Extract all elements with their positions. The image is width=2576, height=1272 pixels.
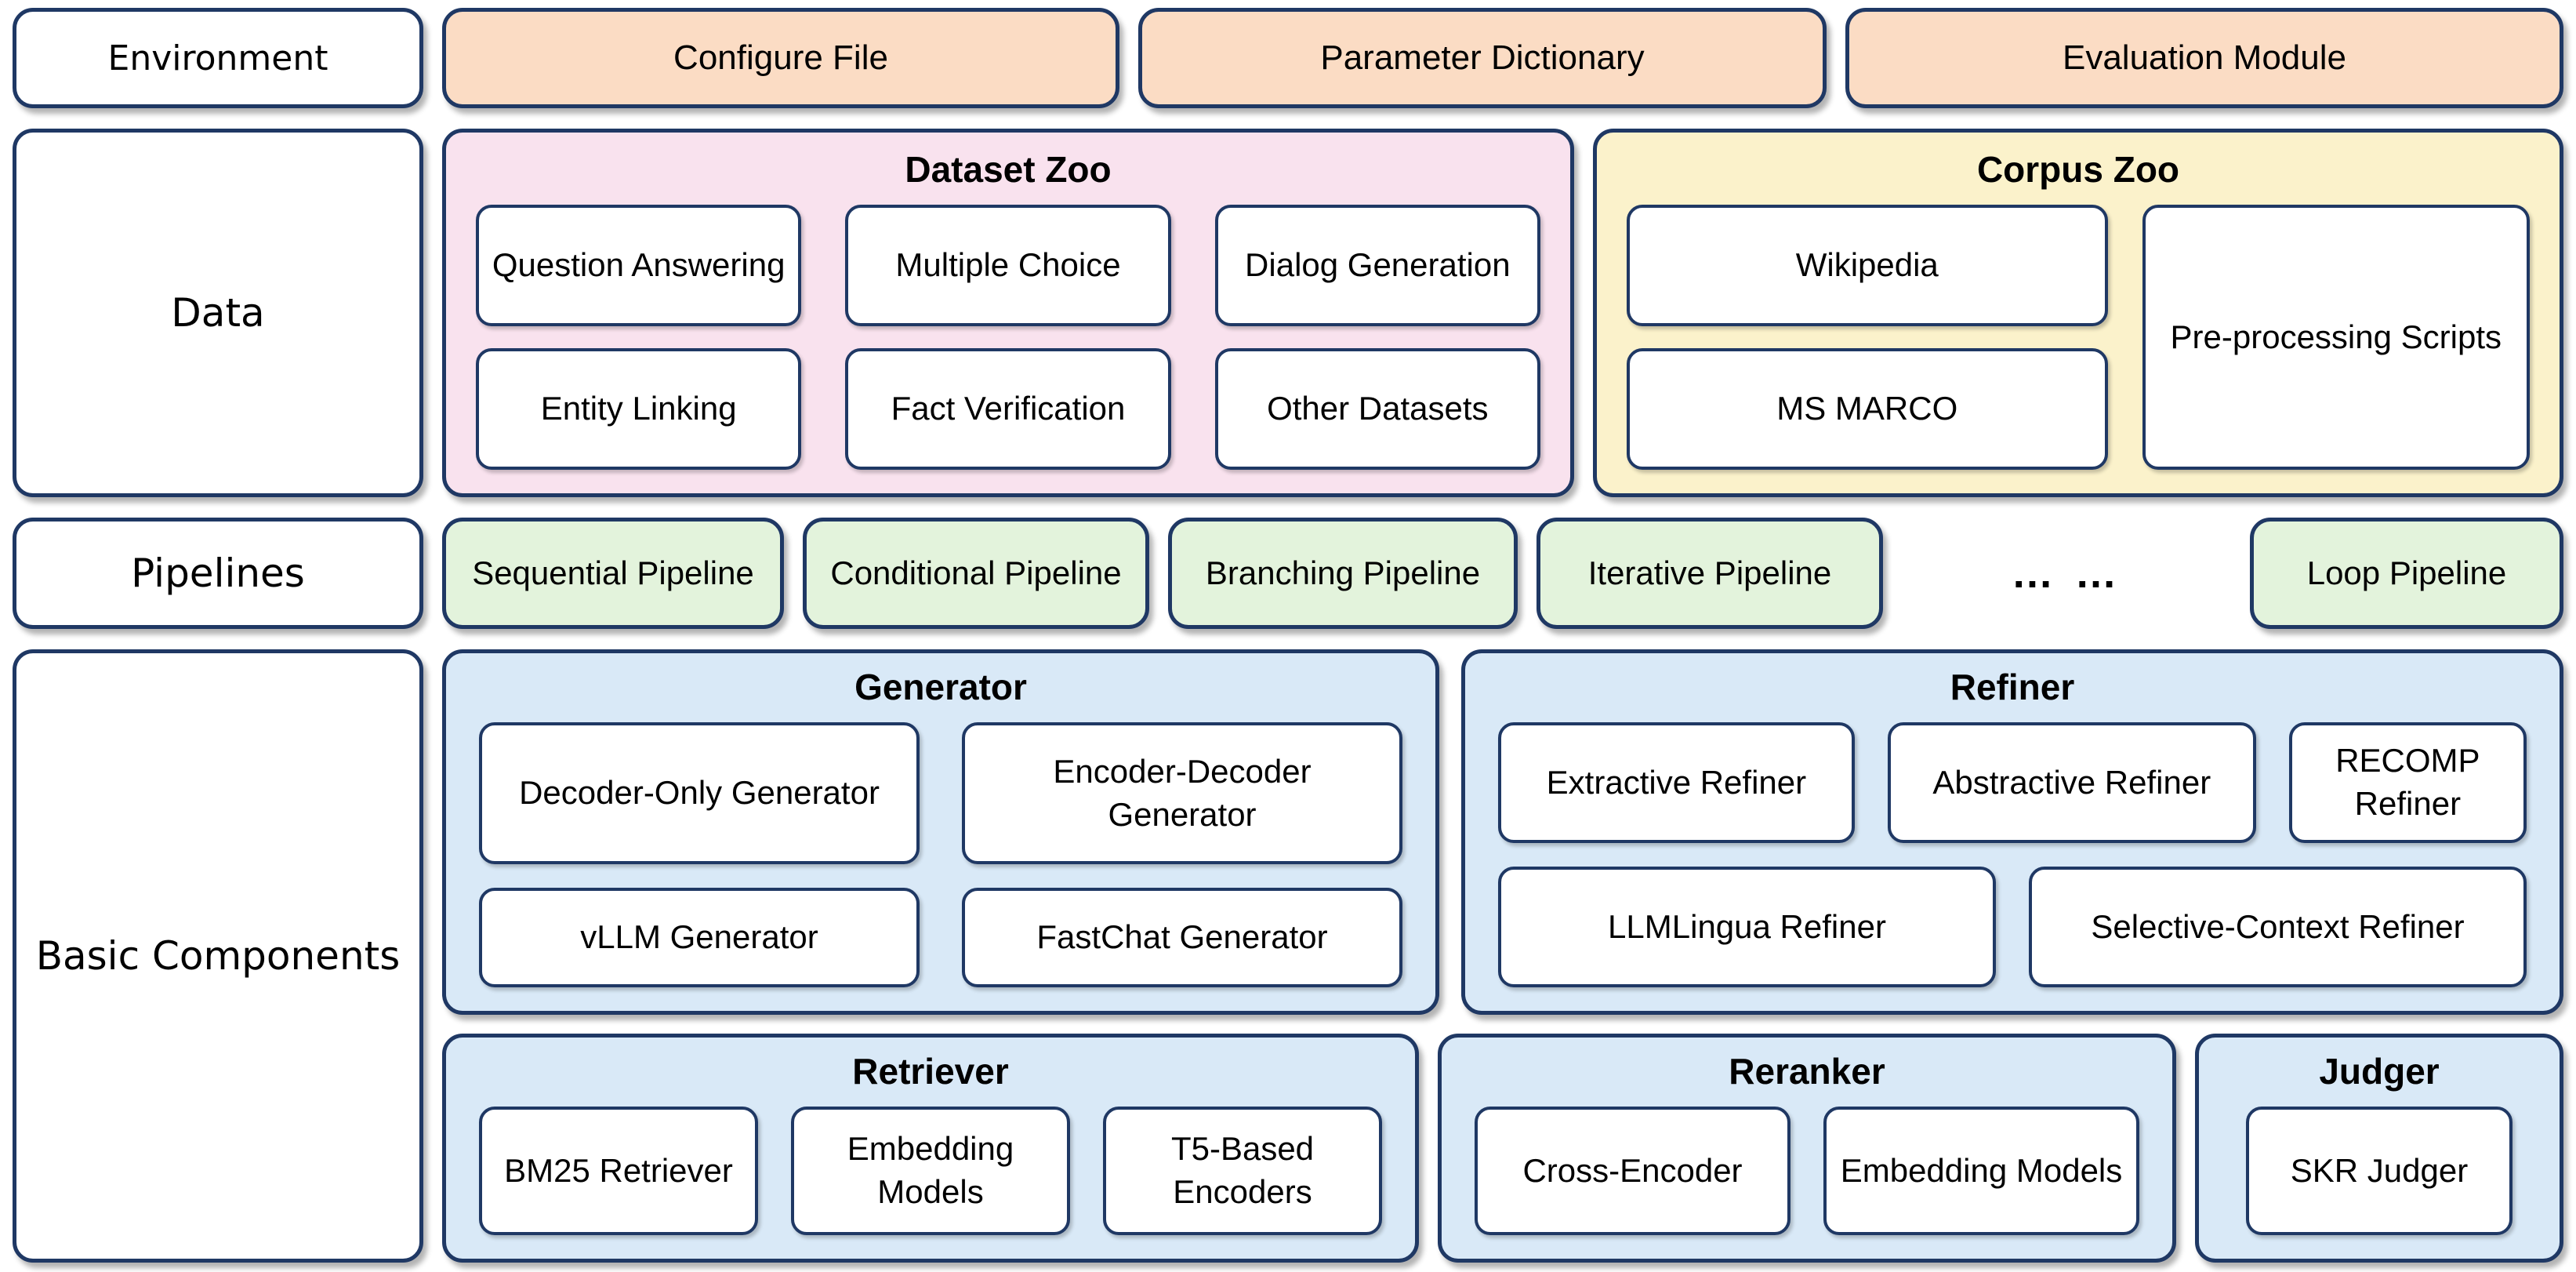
- reranker-cross-encoder: Cross-Encoder: [1475, 1107, 1791, 1235]
- refiner-bottom-row: LLMLingua Refiner Selective-Context Refi…: [1498, 867, 2527, 987]
- corpus-zoo-title: Corpus Zoo: [1976, 149, 2180, 190]
- pipelines-row: Pipelines Sequential Pipeline Conditiona…: [13, 518, 2563, 629]
- dataset-dialog-generation: Dialog Generation: [1214, 205, 1540, 326]
- pipeline-iterative: Iterative Pipeline: [1537, 518, 1883, 629]
- dataset-fact-verification: Fact Verification: [845, 348, 1171, 470]
- judger-skr: SKR Judger: [2246, 1107, 2513, 1235]
- retriever-embedding-models: Embedding Models: [791, 1107, 1070, 1235]
- retriever-panel: Retriever BM25 Retriever Embedding Model…: [442, 1034, 1419, 1263]
- refiner-panel: Refiner Extractive Refiner Abstractive R…: [1461, 649, 2563, 1015]
- refiner-selective-context: Selective-Context Refiner: [2029, 867, 2527, 987]
- dataset-entity-linking: Entity Linking: [476, 348, 802, 470]
- data-row-label: Data: [13, 129, 423, 497]
- basic-components-panels: Generator Decoder-Only Generator Encoder…: [442, 649, 2563, 1263]
- basic-components-row: Basic Components Generator Decoder-Only …: [13, 649, 2563, 1263]
- pipeline-branching: Branching Pipeline: [1168, 518, 1518, 629]
- generator-vllm: vLLM Generator: [479, 888, 920, 987]
- dataset-zoo-grid: Question Answering Multiple Choice Dialo…: [476, 205, 1540, 470]
- dataset-zoo-title: Dataset Zoo: [905, 149, 1112, 190]
- retriever-title: Retriever: [852, 1051, 1009, 1092]
- components-bottom-row: Retriever BM25 Retriever Embedding Model…: [442, 1034, 2563, 1263]
- judger-panel: Judger SKR Judger: [2195, 1034, 2563, 1263]
- generator-fastchat: FastChat Generator: [962, 888, 1402, 987]
- retriever-t5-encoders: T5-Based Encoders: [1103, 1107, 1382, 1235]
- configure-file-box: Configure File: [442, 8, 1119, 108]
- dataset-zoo-panel: Dataset Zoo Question Answering Multiple …: [442, 129, 1574, 497]
- refiner-top-row: Extractive Refiner Abstractive Refiner R…: [1498, 722, 2527, 843]
- corpus-zoo-panel: Corpus Zoo Wikipedia MS MARCO Pre-proces…: [1593, 129, 2563, 497]
- refiner-abstractive: Abstractive Refiner: [1887, 722, 2256, 843]
- pipeline-conditional: Conditional Pipeline: [803, 518, 1149, 629]
- refiner-recomp: RECOMP Refiner: [2288, 722, 2527, 843]
- data-row: Data Dataset Zoo Question Answering Mult…: [13, 129, 2563, 497]
- dataset-question-answering: Question Answering: [476, 205, 802, 326]
- pipelines-ellipsis: … …: [2011, 550, 2122, 597]
- judger-title: Judger: [2319, 1051, 2440, 1092]
- environment-row-label: Environment: [13, 8, 423, 108]
- parameter-dictionary-box: Parameter Dictionary: [1138, 8, 1827, 108]
- pipeline-loop: Loop Pipeline: [2250, 518, 2563, 629]
- corpus-ms-marco: MS MARCO: [1627, 348, 2108, 470]
- retriever-grid: BM25 Retriever Embedding Models T5-Based…: [479, 1107, 1382, 1235]
- dataset-multiple-choice: Multiple Choice: [845, 205, 1171, 326]
- evaluation-module-box: Evaluation Module: [1845, 8, 2563, 108]
- reranker-embedding-models: Embedding Models: [1823, 1107, 2139, 1235]
- pipelines-row-label: Pipelines: [13, 518, 423, 629]
- generator-title: Generator: [854, 667, 1027, 707]
- judger-grid: SKR Judger: [2232, 1107, 2527, 1235]
- corpus-zoo-body: Wikipedia MS MARCO Pre-processing Script…: [1627, 205, 2530, 470]
- pipeline-sequential: Sequential Pipeline: [442, 518, 784, 629]
- basic-components-row-label: Basic Components: [13, 649, 423, 1263]
- environment-row: Environment Configure File Parameter Dic…: [13, 8, 2563, 108]
- generator-grid: Decoder-Only Generator Encoder-Decoder G…: [479, 722, 1402, 987]
- refiner-title: Refiner: [1950, 667, 2075, 707]
- corpus-preprocessing-scripts: Pre-processing Scripts: [2142, 205, 2530, 470]
- generator-decoder-only: Decoder-Only Generator: [479, 722, 920, 865]
- reranker-panel: Reranker Cross-Encoder Embedding Models: [1438, 1034, 2176, 1263]
- retriever-bm25: BM25 Retriever: [479, 1107, 758, 1235]
- corpus-zoo-corpora: Wikipedia MS MARCO: [1627, 205, 2108, 470]
- generator-encoder-decoder: Encoder-Decoder Generator: [962, 722, 1402, 865]
- refiner-llmlingua: LLMLingua Refiner: [1498, 867, 1996, 987]
- corpus-wikipedia: Wikipedia: [1627, 205, 2108, 326]
- reranker-title: Reranker: [1729, 1051, 1885, 1092]
- generator-panel: Generator Decoder-Only Generator Encoder…: [442, 649, 1439, 1015]
- reranker-grid: Cross-Encoder Embedding Models: [1475, 1107, 2139, 1235]
- refiner-extractive: Extractive Refiner: [1498, 722, 1855, 843]
- components-top-row: Generator Decoder-Only Generator Encoder…: [442, 649, 2563, 1015]
- refiner-grid: Extractive Refiner Abstractive Refiner R…: [1498, 722, 2527, 987]
- dataset-other-datasets: Other Datasets: [1214, 348, 1540, 470]
